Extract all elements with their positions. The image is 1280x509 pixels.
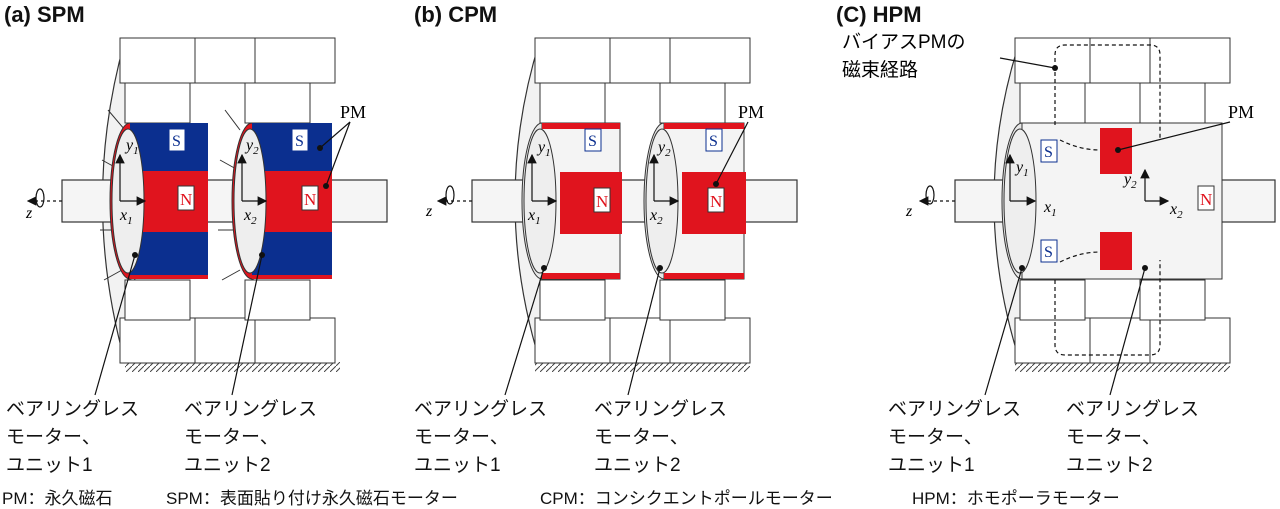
s-label: S: [172, 133, 181, 150]
caption-line: モーター、: [184, 427, 279, 448]
caption-line: ユニット1: [414, 455, 501, 476]
n-label-cpm-1: N: [596, 192, 608, 211]
caption-spm-unit1: ベアリングレス モーター、 ユニット1: [6, 396, 139, 480]
s-label-cpm-1: S: [588, 133, 597, 150]
caption-line: ユニット2: [1066, 455, 1153, 476]
footer-spm: SPM：表面貼り付け永久磁石モーター: [166, 489, 458, 508]
y2-label-hpm: y2: [1122, 171, 1137, 191]
y1-label: y1: [124, 137, 139, 157]
caption-hpm-unit1: ベアリングレス モーター、 ユニット1: [888, 396, 1021, 480]
caption-line: ベアリングレス: [6, 399, 140, 420]
n-label-2: N: [304, 190, 316, 209]
panel-title-hpm: (C) HPM: [836, 2, 922, 27]
x1-label-hpm: x1: [1043, 199, 1057, 219]
caption-line: ベアリングレス: [888, 399, 1022, 420]
caption-line: ベアリングレス: [1066, 399, 1200, 420]
bias-label-line2: 磁束経路: [842, 59, 918, 81]
z-label: z: [25, 205, 33, 222]
y1-label-cpm: y1: [536, 139, 551, 159]
pm-label-cpm: PM: [738, 102, 764, 122]
n-label: N: [180, 190, 192, 209]
bias-pm-lower: [1100, 232, 1132, 270]
n-label-hpm: N: [1200, 190, 1212, 209]
y1-label-hpm: y1: [1014, 159, 1029, 179]
x1-label: x1: [119, 207, 133, 227]
caption-hpm-unit2: ベアリングレス モーター、 ユニット2: [1066, 396, 1199, 480]
caption-spm-unit2: ベアリングレス モーター、 ユニット2: [184, 396, 317, 480]
bias-label-line1: バイアスPMの: [842, 32, 966, 53]
spm-diagram: S N S N y1 x1 y2 x2 z PM: [25, 37, 388, 396]
cpm-diagram: S N S N y1 x1 y2 x2 z PM: [425, 37, 798, 396]
caption-line: ユニット2: [594, 455, 681, 476]
panel-title-spm: (a) SPM: [4, 2, 85, 27]
hpm-diagram: S S N y1 x1 y2 x2 z バイアスPMの 磁束経路 PM: [842, 32, 1276, 396]
ground-hatch: [125, 362, 340, 372]
panel-title-cpm: (b) CPM: [414, 2, 498, 27]
y2-label: y2: [244, 137, 259, 157]
caption-line: ベアリングレス: [594, 399, 728, 420]
footer-pm: PM：永久磁石: [2, 489, 113, 508]
pm-label: PM: [340, 102, 366, 122]
caption-line: ユニット1: [6, 455, 93, 476]
s-label-cpm-2: S: [709, 133, 718, 150]
x2-label: x2: [243, 207, 257, 227]
n-label-cpm-2: N: [710, 192, 722, 211]
s-label-hpm-2: S: [1044, 244, 1053, 261]
caption-line: ベアリングレス: [184, 399, 318, 420]
caption-line: モーター、: [6, 427, 101, 448]
caption-cpm-unit2: ベアリングレス モーター、 ユニット2: [594, 396, 727, 480]
z-label-hpm: z: [905, 203, 913, 220]
s-label-2: S: [295, 133, 304, 150]
x1-label-cpm: x1: [527, 207, 541, 227]
x2-label-cpm: x2: [649, 207, 663, 227]
s-label-hpm-1: S: [1044, 144, 1053, 161]
caption-line: モーター、: [1066, 427, 1161, 448]
caption-cpm-unit1: ベアリングレス モーター、 ユニット1: [414, 396, 547, 480]
pm-label-hpm: PM: [1228, 102, 1254, 122]
caption-line: モーター、: [594, 427, 689, 448]
south-pole-lower: [130, 232, 208, 275]
x2-label-hpm: x2: [1169, 201, 1183, 221]
z-label-cpm: z: [425, 203, 433, 220]
caption-line: ベアリングレス: [414, 399, 548, 420]
caption-line: ユニット2: [184, 455, 271, 476]
caption-line: モーター、: [414, 427, 509, 448]
caption-line: ユニット1: [888, 455, 975, 476]
y2-label-cpm: y2: [656, 139, 671, 159]
caption-line: モーター、: [888, 427, 983, 448]
footer-cpm: CPM：コンシクエントポールモーター: [540, 489, 833, 508]
footer-hpm: HPM：ホモポーラモーター: [912, 489, 1120, 508]
